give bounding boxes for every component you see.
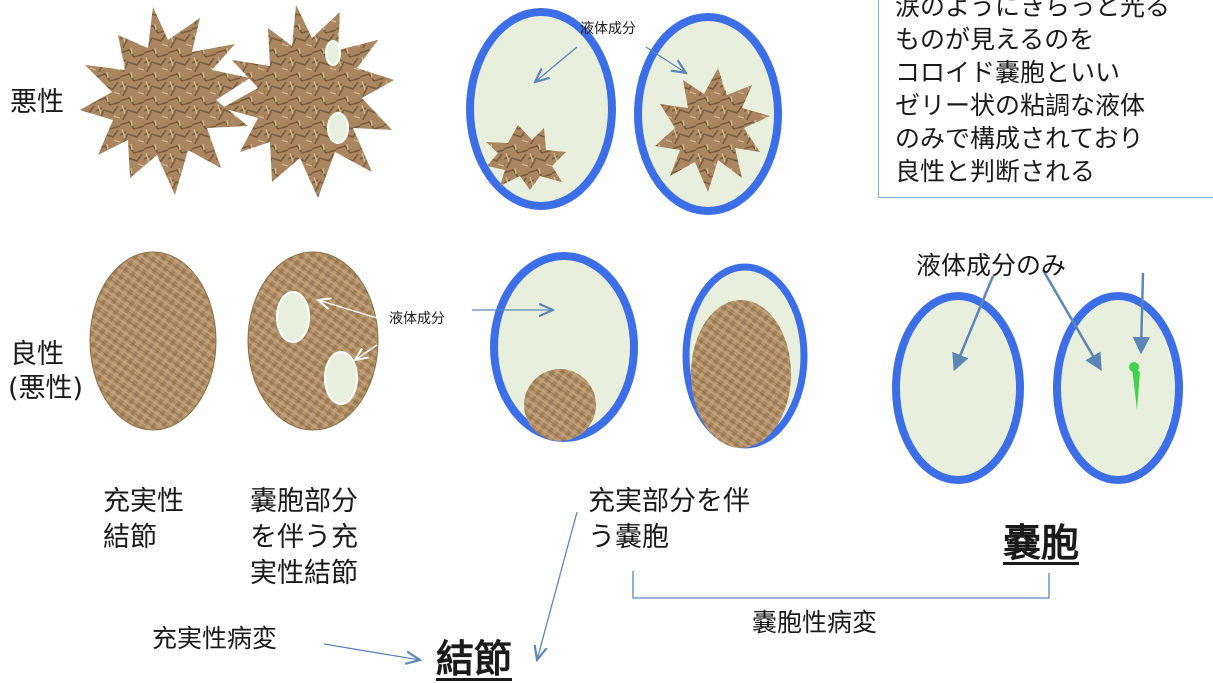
callout-line: コロイド嚢胞といい — [895, 58, 1121, 87]
caption-cyst-with-solid: う嚢胞 — [588, 522, 669, 553]
solid-lesion-label: 充実性病変 — [152, 624, 278, 653]
large-spiky-solid-part — [655, 68, 770, 192]
cyst-space — [325, 40, 341, 66]
cyst-with-spiky-solid — [466, 8, 616, 210]
colloid-tear-drop — [1132, 367, 1140, 410]
cyst-space — [327, 112, 349, 144]
cyst-space — [276, 291, 310, 343]
simple-cyst — [892, 292, 1024, 484]
caption-solid-nodule: 結節 — [103, 522, 157, 553]
row-label-malignant: 悪性 — [10, 87, 64, 118]
caption-nodule-with-cyst: を伴う充 — [250, 522, 358, 553]
malignant-spiky-nodule-with-cysts — [222, 5, 394, 198]
solid-part — [524, 369, 596, 441]
caption-nodule-with-cyst: 実性結節 — [250, 558, 358, 589]
nodule-group-arrow — [537, 511, 578, 660]
cyst-space — [324, 351, 358, 405]
row-label-benign-sub: (悪性) — [8, 373, 84, 404]
callout-line: 良性と判断される — [895, 157, 1096, 186]
caption-solid-nodule: 充実性 — [103, 486, 184, 517]
fluid-label: 液体成分 — [389, 311, 445, 327]
solid-nodule-with-cysts — [247, 251, 379, 431]
fluid-only-arrow — [952, 275, 995, 372]
cystic-lesion-label: 嚢胞性病変 — [752, 608, 878, 637]
callout-line: 涙のようにきらっと光る — [895, 0, 1171, 21]
cystic-lesion-bracket — [632, 571, 1050, 599]
caption-nodule-with-cyst: 嚢胞部分 — [250, 486, 358, 517]
group-label-nodule: 結節 — [436, 637, 513, 681]
colloid-tear-drop-head — [1129, 362, 1139, 372]
callout-line: ゼリー状の粘調な液体 — [895, 91, 1146, 120]
caption-cyst-with-solid: 充実部分を伴 — [588, 486, 750, 517]
group-label-cyst: 嚢胞 — [1003, 521, 1080, 565]
malignant-spiky-nodule — [80, 7, 250, 195]
callout-line: のみで構成されており — [895, 124, 1144, 153]
fluid-arrow — [355, 344, 378, 360]
fluid-only-arrow — [1132, 272, 1151, 355]
callout-line: ものが見えるのを — [895, 25, 1095, 54]
fluid-label: 液体成分 — [580, 21, 636, 37]
row-label-benign: 良性 — [10, 339, 64, 370]
solid-nodule — [89, 251, 217, 431]
fluid-arrow — [535, 46, 578, 82]
fluid-only-label: 液体成分のみ — [916, 251, 1067, 280]
fluid-arrow — [645, 46, 686, 73]
large-solid-part — [691, 300, 791, 448]
spiky-solid-part — [486, 125, 566, 190]
solid-lesion-arrow — [323, 643, 420, 660]
colloid-cyst-callout: 涙のようにきらっと光る ものが見えるのを コロイド嚢胞といい ゼリー状の粘調な液… — [878, 0, 1213, 198]
fluid-arrow — [318, 300, 378, 319]
fluid-only-arrow — [1041, 269, 1102, 372]
